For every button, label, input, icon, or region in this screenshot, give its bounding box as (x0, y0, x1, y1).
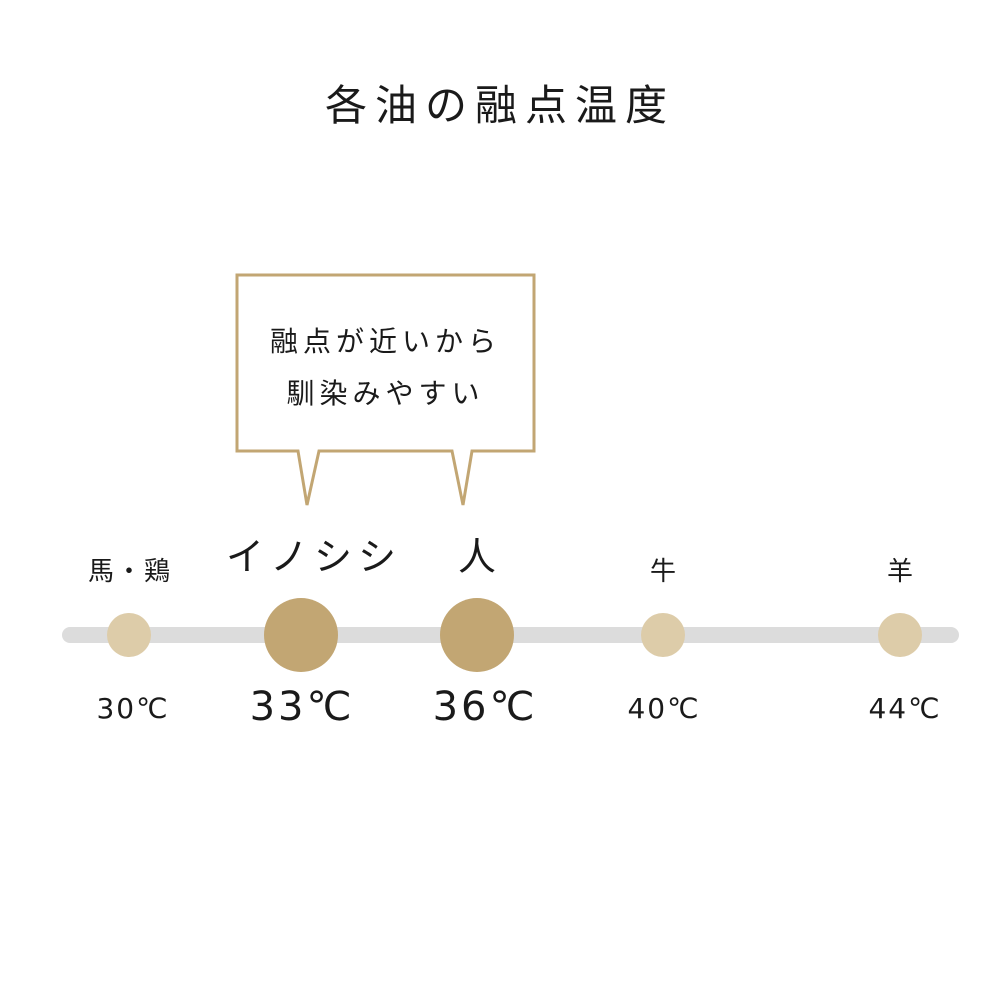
callout-text: 融点が近いから 馴染みやすい (237, 316, 534, 420)
page-title: 各油の融点温度 (324, 81, 675, 130)
point-temp-cow: 40℃ (627, 692, 701, 725)
point-label-boar: イノシシ (225, 535, 402, 579)
point-marker-sheep (878, 613, 922, 657)
callout-line-2: 馴染みやすい (286, 377, 485, 410)
point-label-cow: 牛 (649, 557, 678, 587)
callout-line-1: 融点が近いから (269, 325, 501, 358)
point-marker-human (440, 598, 514, 672)
point-marker-cow (641, 613, 685, 657)
point-temp-boar: 33℃ (249, 684, 355, 730)
point-label-sheep: 羊 (886, 557, 915, 587)
point-marker-horse-chicken (107, 613, 151, 657)
point-temp-human: 36℃ (432, 684, 538, 730)
point-label-human: 人 (457, 535, 502, 579)
point-temp-sheep: 44℃ (868, 692, 942, 725)
point-label-horse-chicken: 馬・鶏 (87, 557, 172, 587)
point-marker-boar (264, 598, 338, 672)
point-temp-horse-chicken: 30℃ (96, 692, 170, 725)
